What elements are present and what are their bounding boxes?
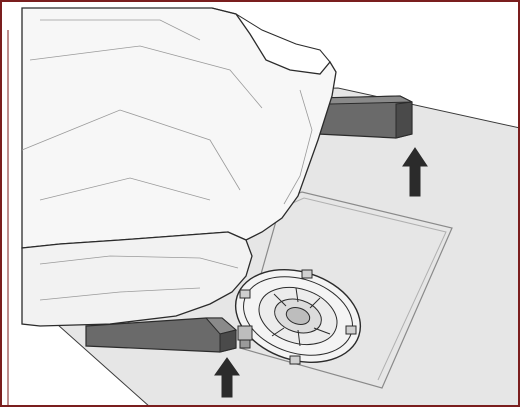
speaker bbox=[234, 269, 362, 365]
seat-cushion-front bbox=[21, 231, 253, 327]
seat bbox=[21, 7, 337, 327]
rear-arrow bbox=[402, 147, 428, 197]
speaker-opening-inner bbox=[285, 197, 447, 381]
up-arrow-icon bbox=[402, 147, 428, 197]
up-arrow-icon bbox=[214, 357, 240, 398]
front-seat-rail bbox=[85, 317, 238, 353]
speaker-dust-cap bbox=[285, 307, 311, 325]
front-arrow bbox=[214, 357, 240, 398]
rear-seat-rail bbox=[317, 95, 413, 139]
speaker-mount-tabs bbox=[239, 269, 357, 365]
speaker-connector bbox=[237, 325, 253, 349]
